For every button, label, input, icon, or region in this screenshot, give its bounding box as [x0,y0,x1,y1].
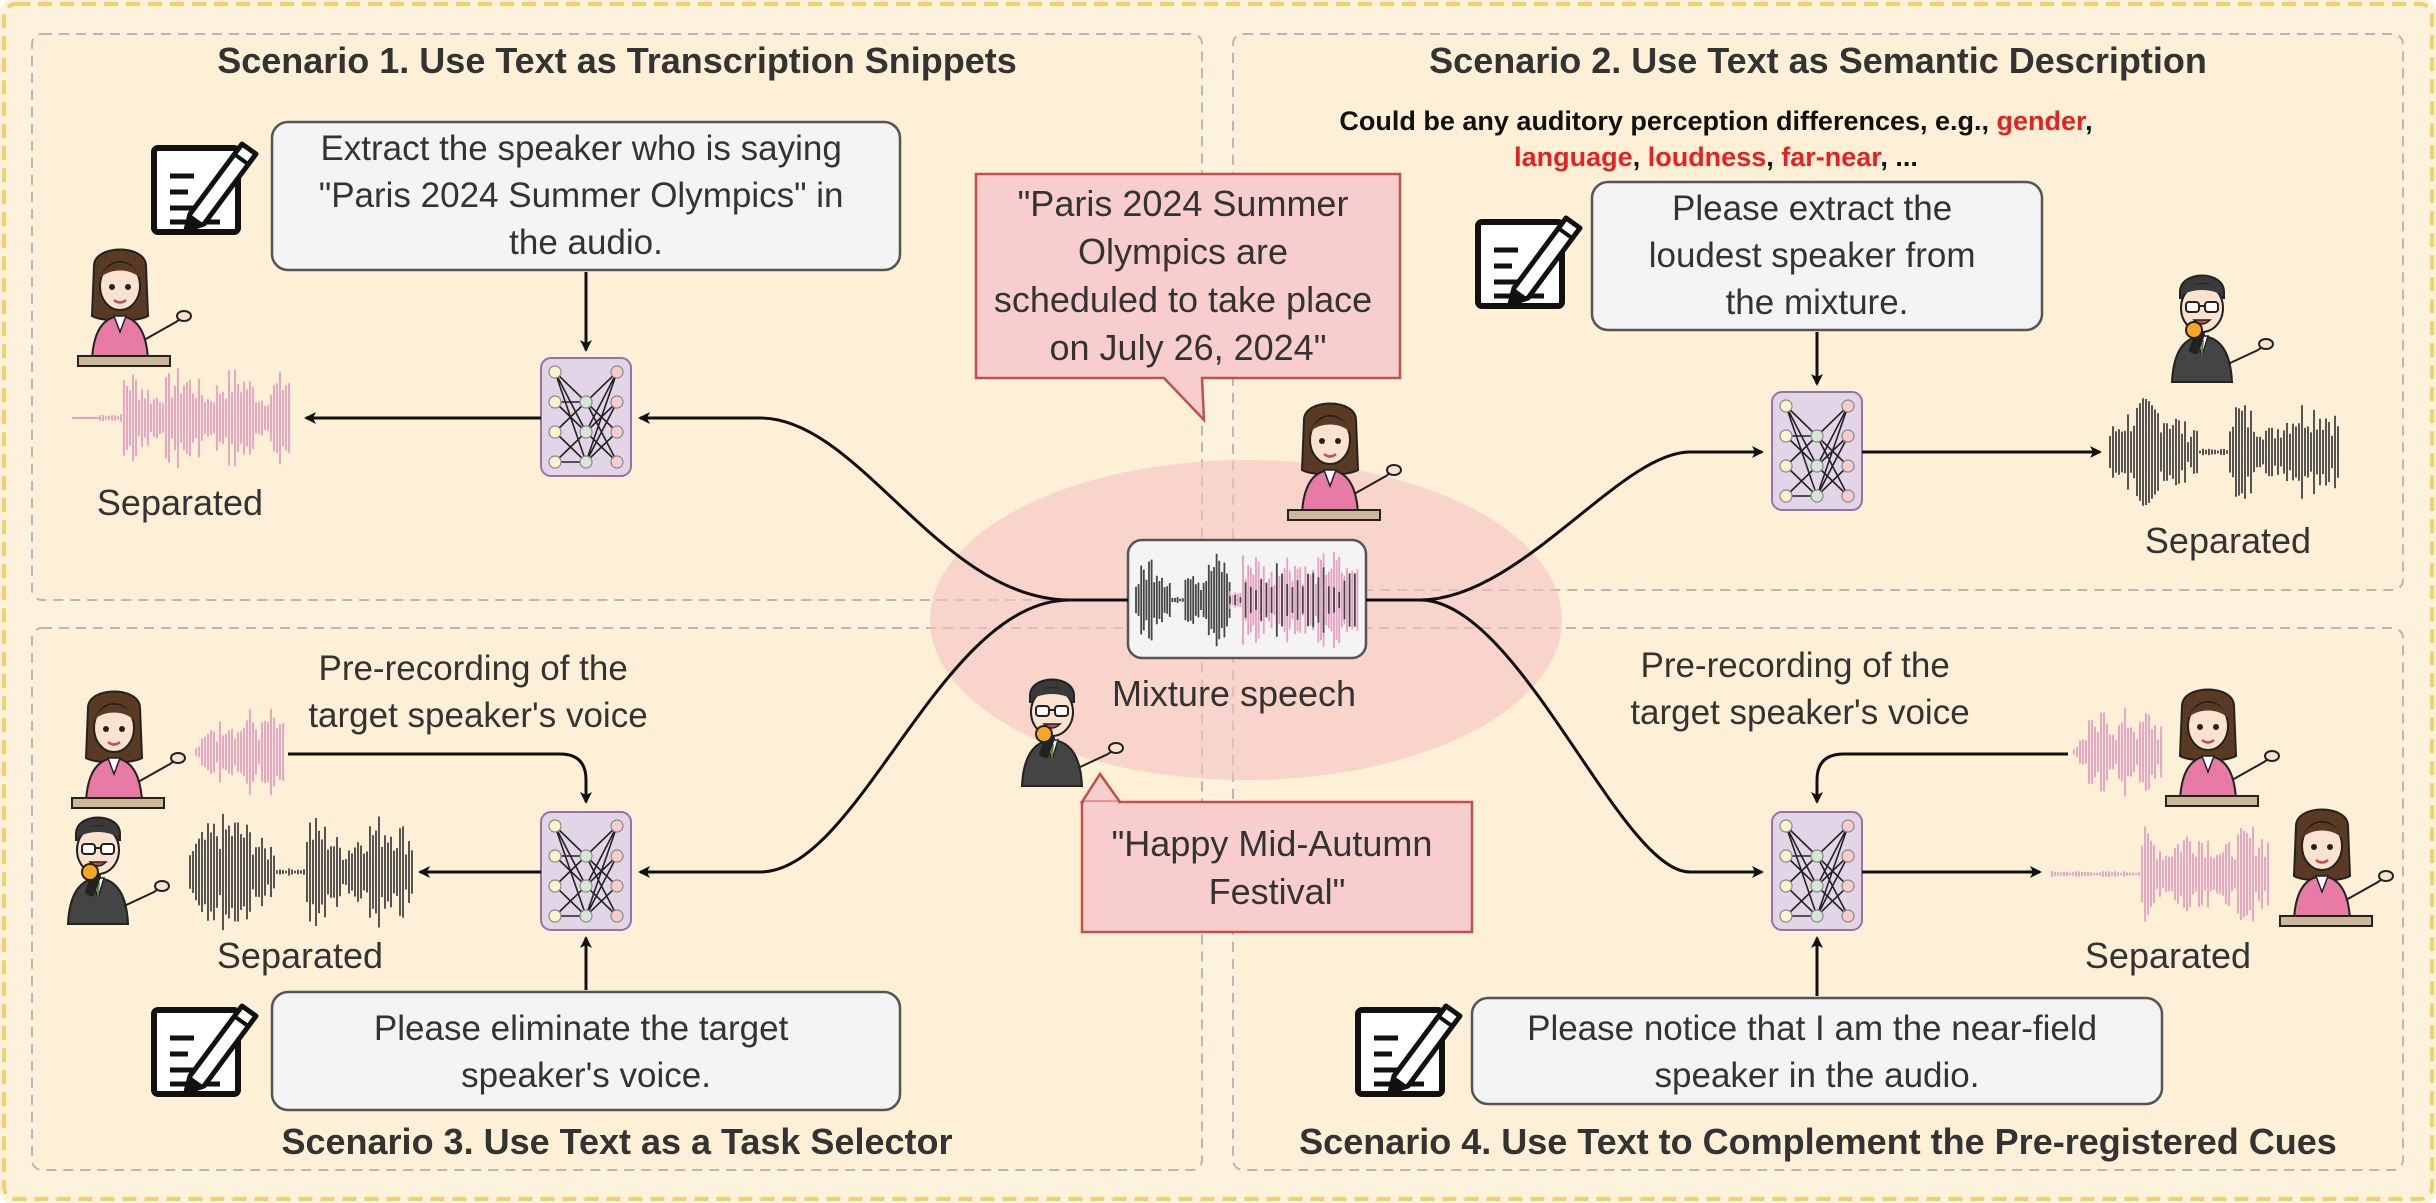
separated-waveform-s1 [99,368,290,468]
scenario-4-prompt-text: Please notice that I am the near-field s… [1527,1009,2107,1095]
mixture-to-network-arrow-s4 [1366,598,1764,878]
mixture-to-network-arrow-s2 [1366,446,1764,602]
scenario-2-prompt-text: Please extract the loudest speaker from … [1649,189,1986,322]
text-prompt-icon [1478,218,1580,306]
text-prompt-icon [154,1006,256,1094]
scenario-1-output-label: Separated [97,482,263,523]
text-prompt-icon [154,144,256,232]
separated-waveform-s4 [2051,826,2269,922]
text-prompt-icon [1358,1006,1460,1094]
mixture-to-network-arrow-s1 [638,412,1128,602]
scenario-1-title: Scenario 1. Use Text as Transcription Sn… [217,40,1017,81]
scenario-2-hint-line-1: Could be any auditory perception differe… [1339,106,2092,136]
separated-waveform-s3 [189,813,413,931]
scenario-1-prompt-box [270,120,902,272]
prerecording-waveform-s3 [195,708,284,796]
scenario-4-prerecord-label: Pre-recording of the target speaker's vo… [1630,646,1969,732]
scenario-4-prompt-box [1470,996,2164,1106]
prerecording-to-network-arrow-s4 [1811,752,2068,804]
mixture-speech-label: Mixture speech [1112,673,1356,714]
scenario-3-title: Scenario 3. Use Text as a Task Selector [281,1121,952,1162]
speech-bubble-festival-text: "Happy Mid-Autumn Festival" [1112,823,1443,912]
scenario-3-prerecord-label: Pre-recording of the target speaker's vo… [308,649,647,735]
scenario-2-output-label: Separated [2145,520,2311,561]
mixture-to-network-arrow-s3 [638,598,1128,878]
speech-bubble-festival [1080,800,1474,934]
scenario-3-prompt-box [270,990,902,1112]
scenario-2-title: Scenario 2. Use Text as Semantic Descrip… [1429,40,2207,81]
scenario-4-title: Scenario 4. Use Text to Complement the P… [1299,1121,2337,1162]
prerecording-waveform-s4 [2073,708,2162,796]
separation-network-s4 [1771,811,1863,931]
scenario-4-output-label: Separated [2085,935,2251,976]
separation-network-s3 [540,811,632,931]
scenario-1-prompt-text: Extract the speaker who is saying "Paris… [319,129,853,262]
scenario-2-prompt-box [1590,180,2044,332]
scenario-2-hint-line-2: language, loudness, far-near, ... [1514,142,1918,172]
separated-waveform-s2 [2109,398,2339,506]
speech-bubble-paris-text: "Paris 2024 Summer Olympics are schedule… [994,183,1382,368]
speech-bubble-paris [974,172,1402,424]
scenario-3-output-label: Separated [217,935,383,976]
separation-network-s2 [1771,391,1863,511]
mixture-waveform [1135,551,1359,649]
separation-network-s1 [540,357,632,477]
prerecording-to-network-arrow-s3 [288,752,592,804]
scenario-3-prompt-text: Please eliminate the target speaker's vo… [374,1009,798,1095]
